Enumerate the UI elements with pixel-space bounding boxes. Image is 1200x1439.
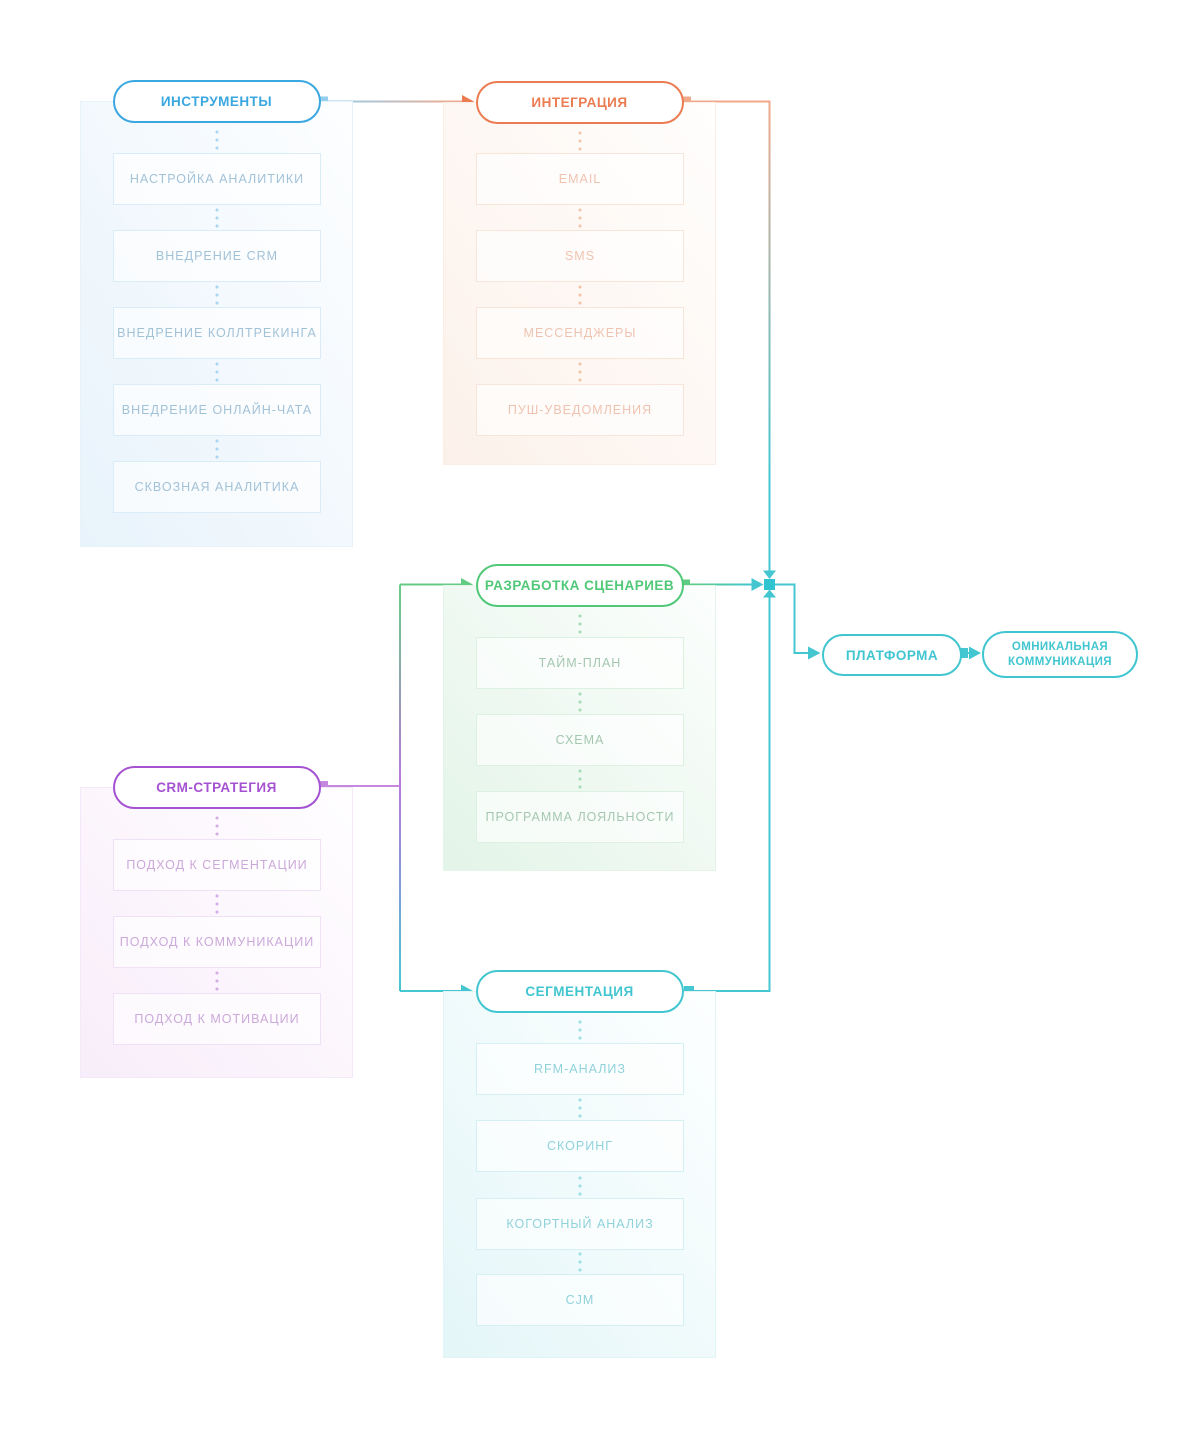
node-segmentation-label: СЕГМЕНТАЦИЯ <box>525 984 634 999</box>
node-platform: ПЛАТФОРМА <box>822 634 962 676</box>
section-tools: ИНСТРУМЕНТЫ НАСТРОЙКА АНАЛИТИКИ ВНЕДРЕНИ… <box>80 80 353 547</box>
node-crm-item-3: ПОДХОД К МОТИВАЦИИ <box>113 993 321 1045</box>
node-crm-label: CRM-СТРАТЕГИЯ <box>156 780 277 795</box>
node-tools-item-1: НАСТРОЙКА АНАЛИТИКИ <box>113 153 321 205</box>
node-tools-item-4: ВНЕДРЕНИЕ ОНЛАЙН-ЧАТА <box>113 384 321 436</box>
node-scenarios-item-1: ТАЙМ-ПЛАН <box>476 637 684 689</box>
node-segmentation-item-1: RFM-АНАЛИЗ <box>476 1043 684 1095</box>
dotted-link <box>214 283 219 305</box>
dotted-link <box>577 612 582 634</box>
node-segmentation-item-4: CJM <box>476 1274 684 1326</box>
node-scenarios-item-3: ПРОГРАММА ЛОЯЛЬНОСТИ <box>476 791 684 843</box>
node-tools-item-2: ВНЕДРЕНИЕ CRM <box>113 230 321 282</box>
node-omnichannel: ОМНИКАЛЬНАЯ КОММУНИКАЦИЯ <box>982 631 1138 678</box>
edge-junction-platform <box>775 583 808 654</box>
node-tools-item-5: СКВОЗНАЯ АНАЛИТИКА <box>113 461 321 513</box>
node-scenarios-item-2: СХЕМА <box>476 714 684 766</box>
node-tools: ИНСТРУМЕНТЫ <box>112 80 321 123</box>
node-segmentation-item-3: КОГОРТНЫЙ АНАЛИЗ <box>476 1198 684 1250</box>
dotted-link <box>577 283 582 305</box>
node-integration-item-4: ПУШ-УВЕДОМЛЕНИЯ <box>476 384 684 436</box>
dotted-link <box>577 1174 582 1196</box>
arrowhead-junction-left <box>751 578 764 591</box>
node-omnichannel-label: ОМНИКАЛЬНАЯ КОММУНИКАЦИЯ <box>1008 640 1112 668</box>
dotted-link <box>214 128 219 150</box>
junction-node <box>764 579 775 590</box>
dotted-link <box>214 892 219 914</box>
node-platform-label: ПЛАТФОРМА <box>845 647 939 663</box>
node-tools-label: ИНСТРУМЕНТЫ <box>160 94 273 109</box>
arrowhead-into-omni <box>969 646 981 660</box>
node-integration-item-3: МЕССЕНДЖЕРЫ <box>476 307 684 359</box>
node-tools-item-3: ВНЕДРЕНИЕ КОЛЛТРЕКИНГА <box>113 307 321 359</box>
arrowhead-into-platform <box>808 646 821 660</box>
node-scenarios-label: РАЗРАБОТКА СЦЕНАРИЕВ <box>484 578 675 593</box>
node-segmentation-item-2: СКОРИНГ <box>476 1120 684 1172</box>
section-crm: CRM-СТРАТЕГИЯ ПОДХОД К СЕГМЕНТАЦИИ ПОДХО… <box>80 766 353 1078</box>
dotted-link <box>214 969 219 991</box>
dotted-link <box>214 814 219 836</box>
dotted-link <box>577 129 582 151</box>
dotted-link <box>577 690 582 712</box>
arrowhead-junction-bottom <box>763 589 776 598</box>
dotted-link <box>577 206 582 228</box>
dotted-link <box>214 360 219 382</box>
dotted-link <box>577 1018 582 1040</box>
section-scenarios: РАЗРАБОТКА СЦЕНАРИЕВ ТАЙМ-ПЛАН СХЕМА ПРО… <box>443 564 716 871</box>
section-integration: ИНТЕГРАЦИЯ EMAIL SMS МЕССЕНДЖЕРЫ ПУШ-УВЕ… <box>443 81 716 465</box>
node-crm-item-1: ПОДХОД К СЕГМЕНТАЦИИ <box>113 839 321 891</box>
node-integration-item-1: EMAIL <box>476 153 684 205</box>
dotted-link <box>577 767 582 789</box>
dotted-link <box>214 437 219 459</box>
arrowhead-junction-top <box>763 570 776 579</box>
node-integration-label: ИНТЕГРАЦИЯ <box>531 95 628 110</box>
dotted-link <box>577 360 582 382</box>
node-scenarios: РАЗРАБОТКА СЦЕНАРИЕВ <box>475 564 684 607</box>
node-segmentation: СЕГМЕНТАЦИЯ <box>475 970 684 1013</box>
dotted-link <box>214 206 219 228</box>
node-crm: CRM-СТРАТЕГИЯ <box>112 766 321 809</box>
node-integration: ИНТЕГРАЦИЯ <box>475 81 684 124</box>
dotted-link <box>577 1096 582 1118</box>
node-crm-item-2: ПОДХОД К КОММУНИКАЦИИ <box>113 916 321 968</box>
section-segmentation: СЕГМЕНТАЦИЯ RFM-АНАЛИЗ СКОРИНГ КОГОРТНЫЙ… <box>443 970 716 1358</box>
node-integration-item-2: SMS <box>476 230 684 282</box>
dotted-link <box>577 1250 582 1272</box>
